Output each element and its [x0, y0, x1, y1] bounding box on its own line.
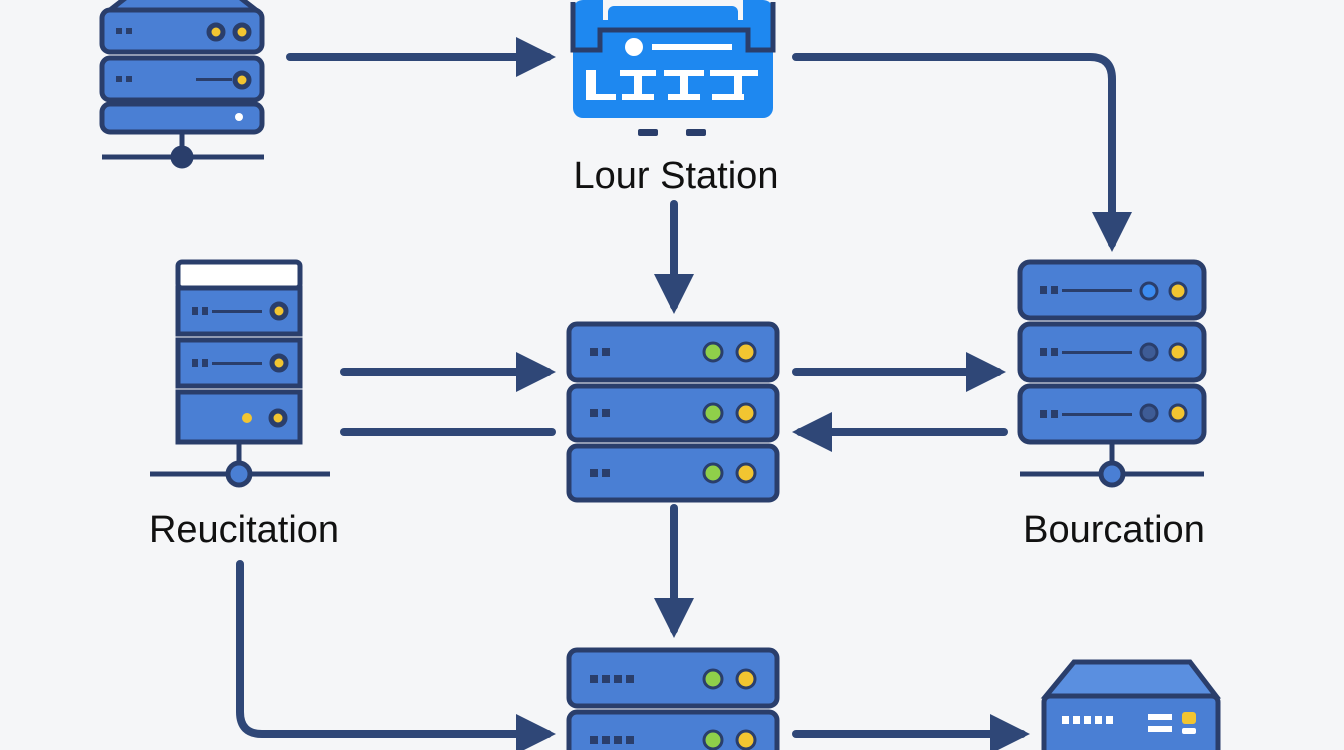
reucitation-label: Reucitation	[149, 509, 339, 551]
server-stack-icon	[99, 0, 265, 169]
bourcation: Bourcation	[1017, 259, 1207, 551]
storage-device-icon	[1040, 659, 1222, 750]
edges	[236, 37, 1132, 750]
server-stack-icon	[566, 321, 780, 503]
reucitation: Reucitation	[149, 259, 339, 551]
edge-reucitation-to-bottom-server	[236, 560, 556, 750]
lour-station-label: Lour Station	[574, 155, 779, 197]
bourcation-label: Bourcation	[1023, 509, 1205, 551]
bottom-right-device	[1040, 659, 1222, 750]
central-server	[566, 321, 780, 503]
lour-station: Lour Station	[570, 0, 779, 197]
edge-lour-station-to-bourcation	[792, 53, 1132, 252]
top-left-server	[99, 0, 265, 169]
station-icon	[570, 0, 776, 136]
bottom-server	[566, 647, 780, 750]
server-stack-icon	[566, 647, 780, 750]
server-stack-icon	[1017, 259, 1207, 488]
server-stack-icon	[150, 259, 330, 488]
